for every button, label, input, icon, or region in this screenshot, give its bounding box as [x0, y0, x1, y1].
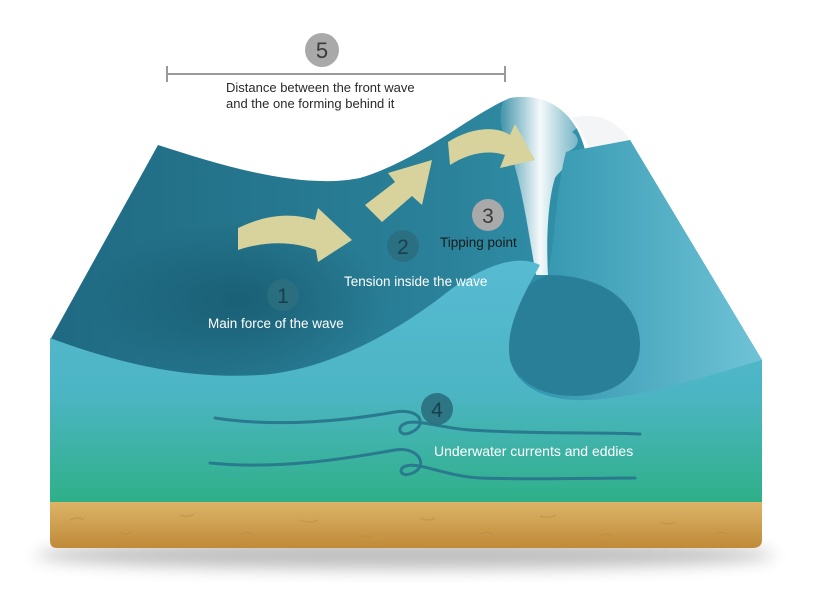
underwater-currents — [208, 409, 642, 481]
sand-texture — [69, 513, 728, 539]
arrow-3 — [448, 124, 535, 168]
currents-label: Underwater currents and eddies — [434, 443, 633, 459]
wave-barrel — [504, 275, 640, 396]
distance-label-line1: Distance between the front wave — [226, 80, 415, 95]
distance-label-line2: and the one forming behind it — [226, 96, 395, 111]
tipping-annotation: 3 Tipping point — [440, 199, 517, 250]
wave-shadow — [90, 220, 390, 380]
badge-4-number: 4 — [431, 399, 443, 422]
badge-2-number: 2 — [397, 236, 409, 259]
tipping-label: Tipping point — [440, 235, 517, 250]
arrow-2 — [365, 160, 432, 222]
badge-3 — [472, 199, 504, 231]
distance-annotation: 5 Distance between the front wave and th… — [166, 33, 506, 111]
force-arrows — [238, 124, 535, 262]
badge-3-number: 3 — [482, 205, 494, 228]
wave-front-face — [50, 260, 762, 502]
main-force-label: Main force of the wave — [208, 316, 344, 331]
badge-5-number: 5 — [316, 38, 328, 63]
badge-1-number: 1 — [277, 285, 289, 308]
badge-2 — [387, 230, 419, 262]
crest-spray — [572, 115, 630, 150]
main-force-annotation: 1 Main force of the wave — [208, 279, 344, 331]
arrow-1 — [238, 208, 352, 262]
badge-5 — [305, 33, 339, 67]
tension-label: Tension inside the wave — [344, 274, 487, 289]
currents-annotation: 4 Underwater currents and eddies — [421, 393, 633, 459]
sand-base — [50, 502, 762, 548]
badge-1 — [267, 279, 299, 311]
badge-4 — [421, 393, 453, 425]
tension-annotation: 2 Tension inside the wave — [344, 230, 487, 289]
